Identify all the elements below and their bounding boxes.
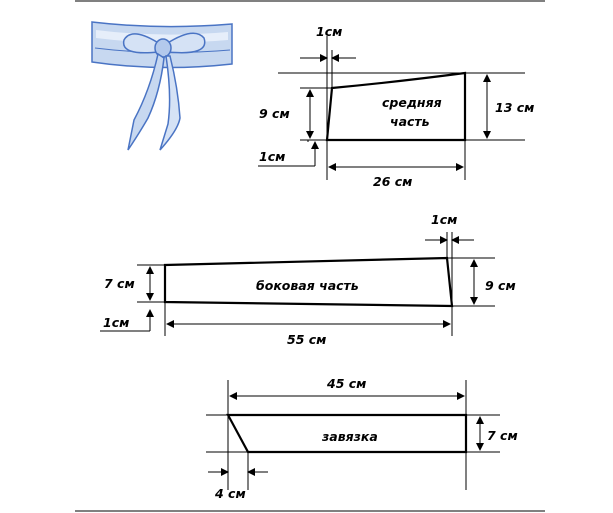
side-length-label: 55 см [287,332,326,347]
tie-height-label: 7 см [487,428,518,443]
bow-loop-left [122,33,161,54]
tie-piece-name: завязка [321,429,378,444]
middle-piece: 1см 9 см 1см 13 см 26 см средняя часть [258,24,534,189]
belt-illustration-icon [91,21,233,151]
middle-top-offset-label: 1см [316,24,342,39]
side-left-height-label: 7 см [104,276,135,291]
bow-loop-right [165,32,206,54]
middle-right-height-label: 13 см [495,100,534,115]
side-right-offset-label: 1см [431,212,457,227]
tie-end-left [127,52,165,151]
middle-piece-outline [325,71,467,142]
side-bottom-offset-label: 1см [103,315,129,330]
tie-piece: 45 см 7 см 4 см завязка [206,376,518,501]
middle-left-height-label: 9 см [259,106,290,121]
middle-bottom-offset-label: 1см [259,149,285,164]
tie-end-right [159,55,181,151]
side-piece-name: боковая часть [256,278,359,293]
middle-length-label: 26 см [373,174,412,189]
middle-piece-name-line2: часть [390,114,430,129]
side-piece: 1см 7 см 1см 9 см 55 см боковая часть [100,212,516,347]
tie-bevel-label: 4 см [214,486,246,501]
middle-piece-name-line1: средняя [382,95,442,110]
side-right-height-label: 9 см [485,278,516,293]
tie-length-label: 45 см [326,376,366,391]
